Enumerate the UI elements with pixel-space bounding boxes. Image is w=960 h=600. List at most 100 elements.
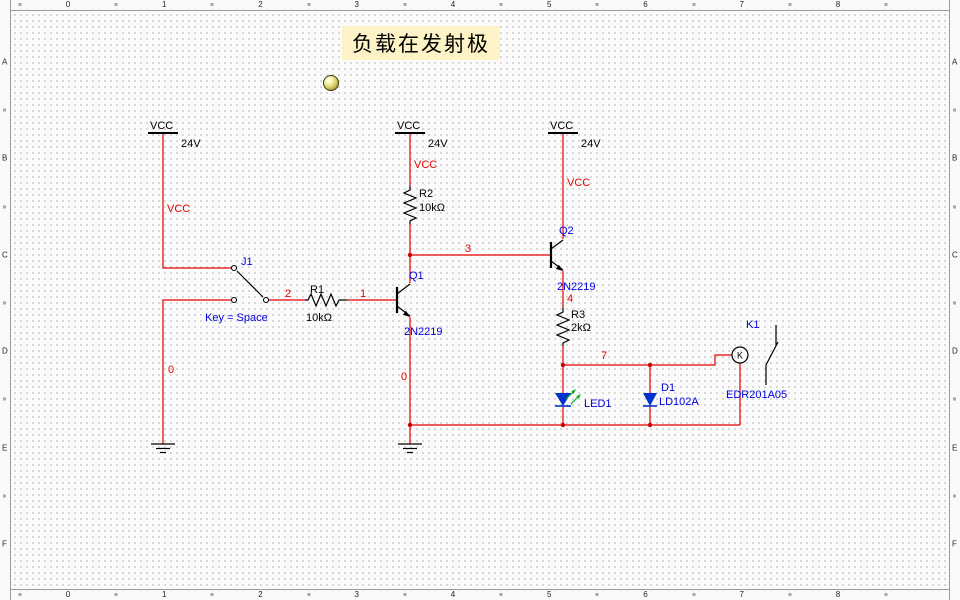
vcc-symbol-label: VCC bbox=[397, 120, 420, 132]
transistor-q1[interactable]: Q1 2N2219 bbox=[395, 270, 443, 338]
ruler-tick bbox=[18, 593, 22, 596]
ruler-row-label: C bbox=[2, 250, 8, 260]
junction-dot bbox=[560, 422, 566, 428]
ref-label: Q1 bbox=[409, 270, 424, 282]
junction-dot bbox=[560, 362, 566, 368]
emission-arrowhead bbox=[576, 394, 581, 399]
ref-label: D1 bbox=[661, 382, 675, 394]
ruler-col-label: 8 bbox=[835, 590, 841, 599]
ruler-tick bbox=[953, 397, 956, 401]
ruler-col-label: 1 bbox=[162, 590, 167, 599]
net-label-4[interactable]: 4 bbox=[567, 293, 573, 305]
net-label-7[interactable]: 7 bbox=[601, 350, 607, 362]
ruler-tick bbox=[3, 301, 6, 305]
switch-lever bbox=[236, 270, 264, 298]
resistor-zigzag bbox=[555, 308, 571, 346]
resistor-r1[interactable]: R1 10kΩ bbox=[305, 284, 347, 324]
switch-j1[interactable]: J1 Key = Space bbox=[205, 256, 270, 324]
ruler-tick bbox=[210, 3, 214, 6]
ruler-col-label: 5 bbox=[547, 0, 552, 9]
vcc-voltage-label: 24V bbox=[581, 138, 601, 150]
led-led1[interactable]: LED1 bbox=[555, 389, 612, 410]
schematic-canvas[interactable]: VCC 24V VCC 24V VCC 24V J1 Key = Space bbox=[10, 10, 950, 590]
ground-symbol[interactable] bbox=[151, 443, 175, 454]
ruler-tick bbox=[3, 108, 6, 112]
wire-vcc1-to-j1[interactable] bbox=[162, 133, 231, 269]
ref-label: R1 bbox=[310, 284, 324, 296]
ruler-row-label: D bbox=[952, 346, 958, 356]
ref-label: K1 bbox=[746, 319, 759, 331]
ruler-col-label: 5 bbox=[547, 590, 552, 599]
emission-arrow bbox=[570, 396, 579, 405]
junction-dot bbox=[407, 422, 413, 428]
ruler-row-label: F bbox=[2, 539, 7, 549]
ruler-col-label: 2 bbox=[258, 590, 263, 599]
wire-gnd-to-j1[interactable] bbox=[162, 299, 231, 444]
resistor-r2[interactable]: R2 10kΩ bbox=[402, 186, 445, 224]
power-vcc3[interactable]: VCC 24V bbox=[548, 120, 601, 150]
ruler-tick bbox=[953, 494, 956, 498]
resistor-r3[interactable]: R3 2kΩ bbox=[555, 308, 591, 346]
value-label: 10kΩ bbox=[306, 312, 332, 324]
ruler-col-label: 6 bbox=[643, 0, 648, 9]
value-label: 10kΩ bbox=[419, 202, 445, 214]
net-label-3[interactable]: 3 bbox=[465, 243, 471, 255]
junction-dots bbox=[407, 252, 653, 428]
net-label-0[interactable]: 0 bbox=[168, 364, 174, 376]
schematic-title[interactable]: 负载在发射极 bbox=[342, 26, 500, 60]
ruler-tick bbox=[3, 397, 6, 401]
ruler-tick bbox=[3, 494, 6, 498]
ruler-tick bbox=[884, 593, 888, 596]
switch-pin bbox=[262, 296, 270, 304]
ruler-row-label: D bbox=[2, 346, 8, 356]
junction-dot bbox=[407, 252, 413, 258]
ruler-row-label: C bbox=[952, 250, 958, 260]
ruler-col-label: 7 bbox=[739, 590, 744, 599]
relay-k1[interactable]: K K1 EDR201A05 bbox=[726, 319, 787, 401]
ground-symbol[interactable] bbox=[398, 443, 422, 454]
ruler-col-label: 0 bbox=[65, 0, 71, 9]
junction-dot bbox=[647, 362, 653, 368]
ruler-tick bbox=[114, 593, 118, 596]
ruler-row-label: A bbox=[952, 57, 958, 67]
transistor-q2[interactable]: Q2 2N2219 bbox=[549, 225, 596, 293]
vcc-voltage-label: 24V bbox=[181, 138, 201, 150]
ref-label: Q2 bbox=[559, 225, 574, 237]
ruler-tick bbox=[403, 3, 407, 6]
ruler-col-label: 0 bbox=[65, 590, 71, 599]
value-label: 2kΩ bbox=[571, 322, 591, 334]
vcc-voltage-label: 24V bbox=[428, 138, 448, 150]
collector-lead bbox=[396, 283, 411, 295]
wire-net7-to-relay[interactable] bbox=[563, 354, 732, 366]
net-label-vcc[interactable]: VCC bbox=[567, 177, 590, 189]
part-label: LD102A bbox=[659, 396, 699, 408]
ruler-col-label: 3 bbox=[354, 0, 359, 9]
ruler-tick bbox=[3, 205, 6, 209]
diode-d1[interactable]: D1 LD102A bbox=[643, 382, 699, 408]
ruler-col-label: 4 bbox=[450, 590, 456, 599]
emitter-arrow bbox=[555, 264, 563, 271]
net-label-0[interactable]: 0 bbox=[401, 371, 407, 383]
note-ball-icon[interactable] bbox=[323, 75, 339, 91]
ruler-col-label: 7 bbox=[739, 0, 744, 9]
ruler-col-label: 1 bbox=[162, 0, 167, 9]
resistor-zigzag bbox=[305, 292, 347, 308]
net-label-vcc[interactable]: VCC bbox=[414, 159, 437, 171]
schematic-drawing: VCC 24V VCC 24V VCC 24V J1 Key = Space bbox=[148, 120, 787, 454]
ruler-tick bbox=[953, 108, 956, 112]
vcc-symbol-label: VCC bbox=[550, 120, 573, 132]
net-label-1[interactable]: 1 bbox=[360, 288, 366, 300]
ruler-tick bbox=[499, 593, 503, 596]
power-vcc2[interactable]: VCC 24V bbox=[395, 120, 448, 150]
ruler-tick bbox=[692, 593, 696, 596]
power-vcc1[interactable]: VCC 24V bbox=[148, 120, 201, 150]
net-label-vcc[interactable]: VCC bbox=[167, 203, 190, 215]
key-label: Key = Space bbox=[205, 312, 268, 324]
net-label-2[interactable]: 2 bbox=[285, 288, 291, 300]
collector-lead bbox=[550, 239, 564, 250]
ruler-col-label: 6 bbox=[643, 590, 648, 599]
ruler-row-label: F bbox=[952, 539, 957, 549]
junction-dot bbox=[647, 422, 653, 428]
ref-label: LED1 bbox=[584, 398, 612, 410]
